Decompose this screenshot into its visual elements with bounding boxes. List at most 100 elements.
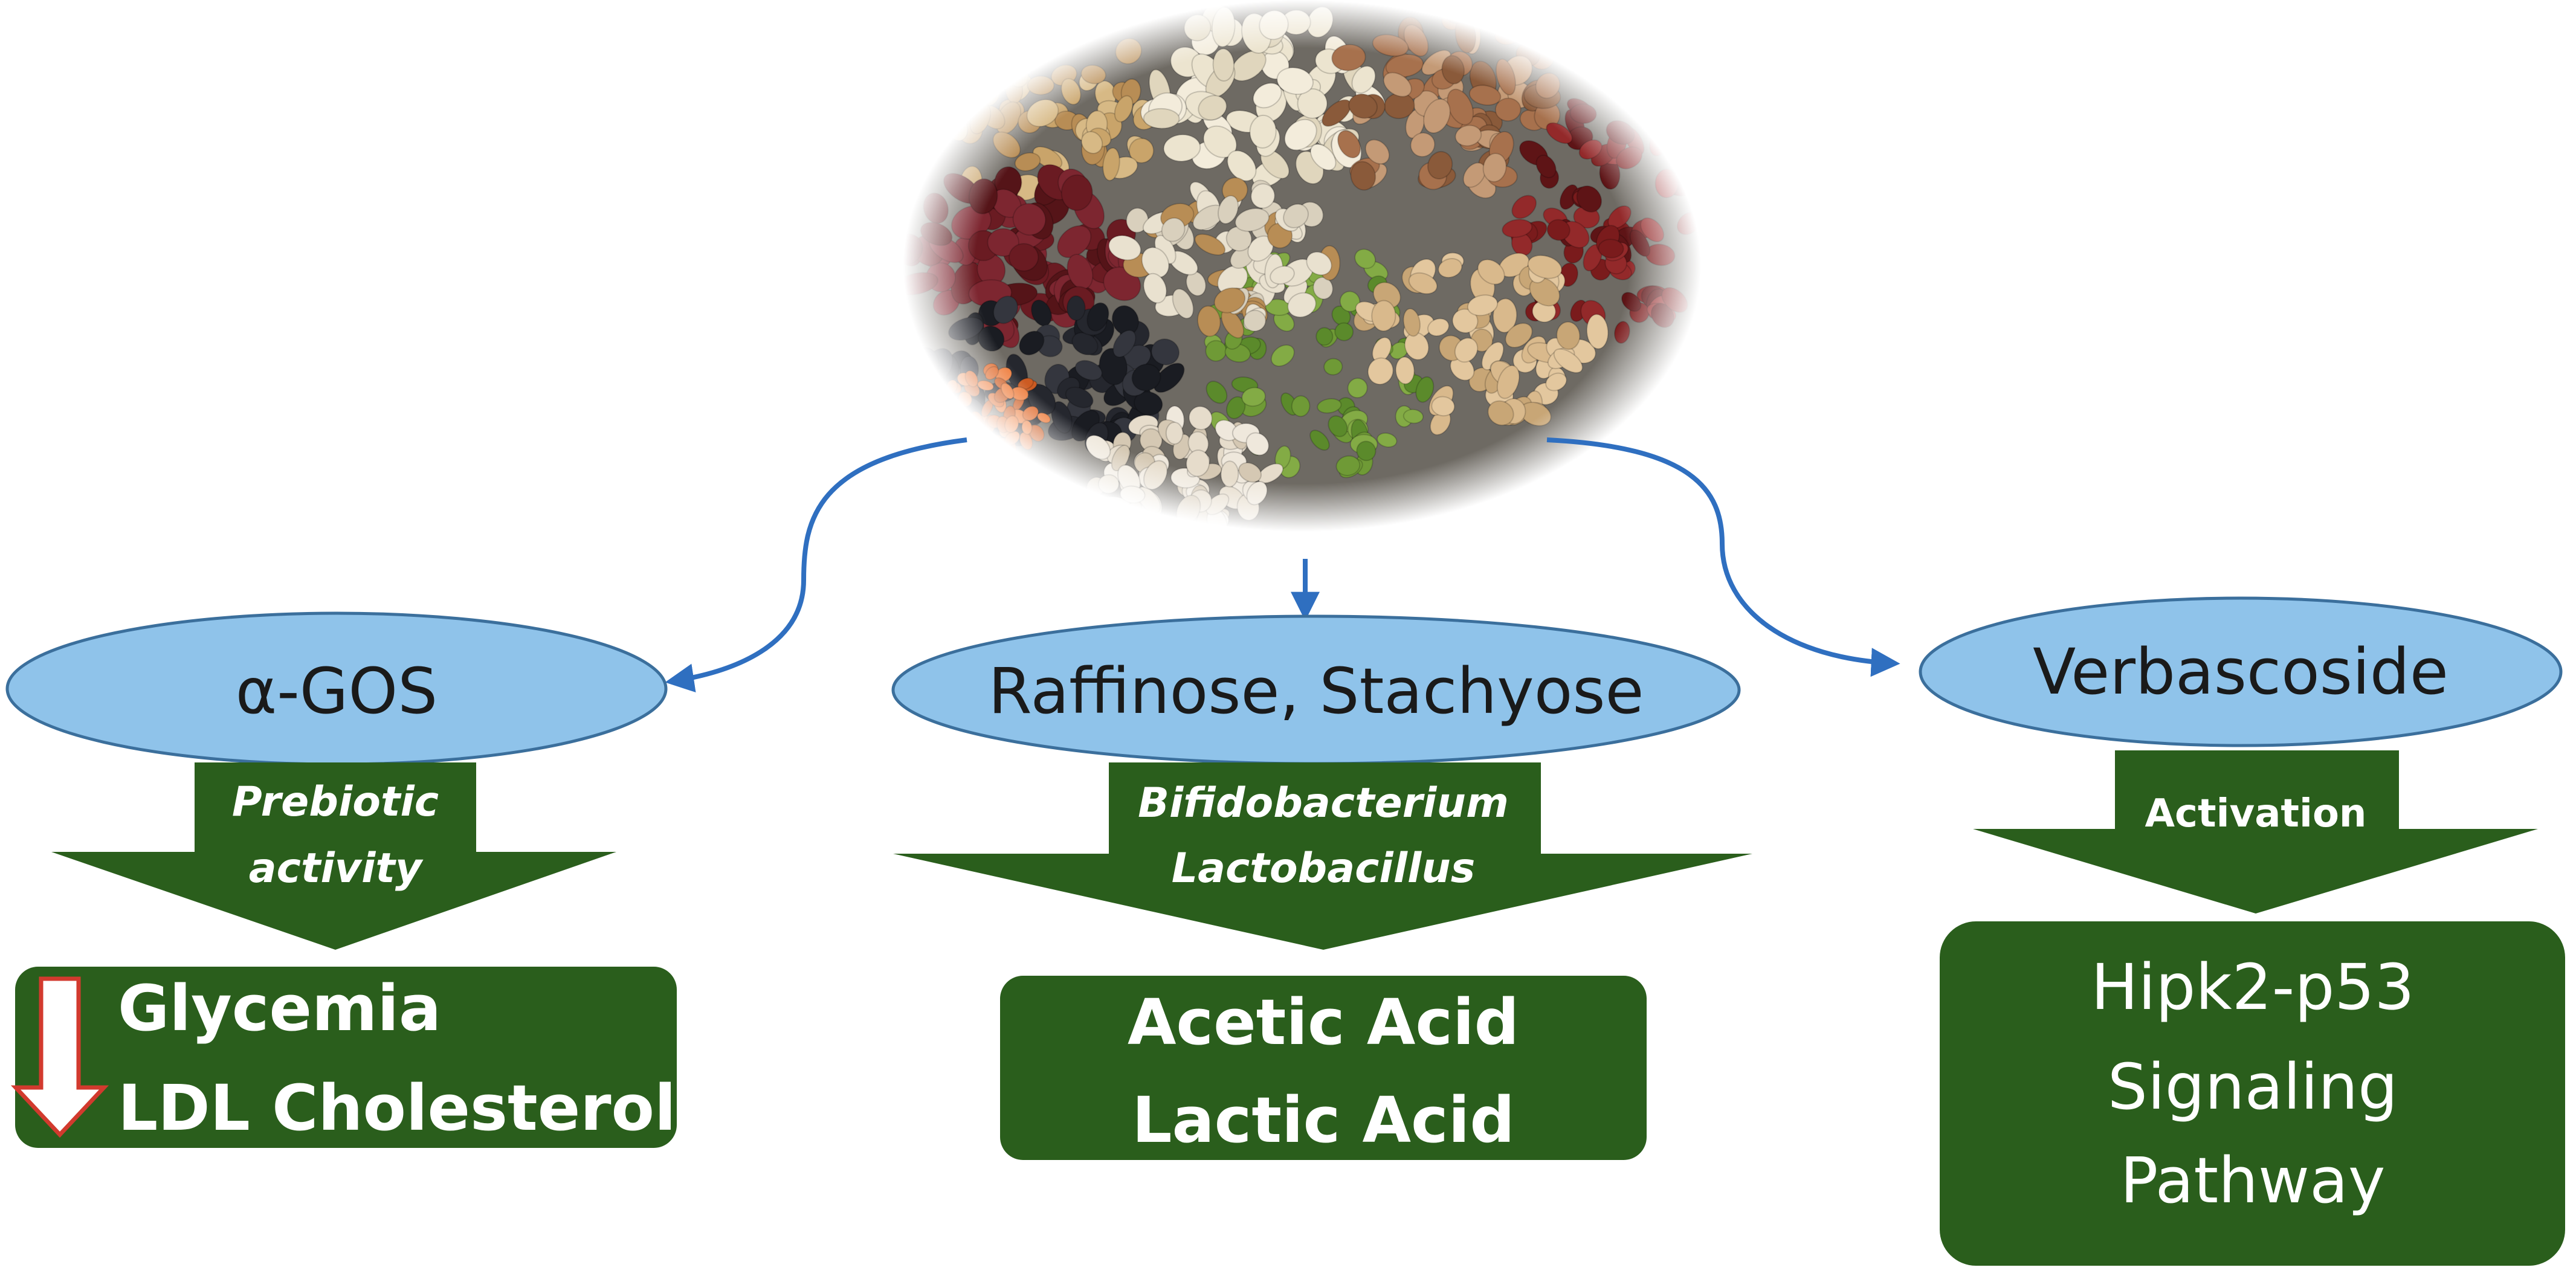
seed <box>1183 14 1212 42</box>
seed <box>928 396 942 411</box>
seed <box>1367 357 1394 385</box>
seed <box>1245 432 1270 456</box>
seed <box>1186 450 1210 477</box>
arrow-bacteria <box>893 762 1752 950</box>
seed <box>942 402 955 416</box>
seed <box>1213 287 1246 314</box>
seed <box>1066 295 1086 321</box>
seed <box>1014 152 1041 172</box>
seed <box>1348 93 1378 119</box>
seed <box>1128 138 1154 164</box>
seed <box>1477 259 1505 285</box>
seed <box>996 54 1022 79</box>
seed <box>1354 248 1377 269</box>
seed <box>1621 292 1642 312</box>
result-line-1: Acetic Acid <box>1128 985 1519 1059</box>
seed <box>1334 322 1354 341</box>
seed <box>1112 329 1137 358</box>
seed <box>1021 419 1033 435</box>
seed <box>939 421 954 436</box>
result-line-2: LDL Cholesterol <box>118 1071 676 1145</box>
result-box-glycemia-ldl <box>15 967 677 1148</box>
seed <box>1377 432 1398 448</box>
node-alpha-gos: α-GOS Prebiotic activity Glycemia LDL Ch… <box>5 611 677 1148</box>
seed <box>1153 362 1185 393</box>
seed <box>1545 372 1567 392</box>
seed <box>1511 195 1537 219</box>
seed <box>1640 217 1665 243</box>
seed <box>1270 265 1295 285</box>
seed <box>1372 34 1409 57</box>
seed <box>1276 66 1314 95</box>
node-verbascoside: Verbascoside Activation Hipk2-p53 Signal… <box>1919 596 2565 1266</box>
seed <box>1468 85 1502 106</box>
seed <box>937 451 952 465</box>
seed <box>1350 161 1377 191</box>
seed <box>1196 305 1221 337</box>
seed <box>1423 98 1451 134</box>
connector-left <box>665 437 967 693</box>
seed <box>1025 17 1054 40</box>
seed <box>1527 254 1563 279</box>
seed <box>1496 365 1520 399</box>
seed <box>1241 387 1266 407</box>
seed <box>1194 233 1226 256</box>
seed <box>1141 246 1170 279</box>
seed <box>1535 72 1561 99</box>
arrow-label-line-2: Lactobacillus <box>1172 845 1475 892</box>
seed <box>1576 185 1603 213</box>
seed <box>1317 398 1342 414</box>
seed <box>1036 412 1051 424</box>
seed <box>1661 287 1688 313</box>
result-line-2: Signaling <box>2108 1050 2398 1124</box>
seed <box>1403 308 1421 337</box>
seed <box>1312 277 1334 300</box>
seed <box>1629 229 1651 257</box>
seed <box>1151 338 1180 366</box>
seed <box>1309 430 1330 451</box>
seed <box>1495 58 1516 95</box>
seed <box>923 192 949 224</box>
seed <box>976 76 1001 106</box>
seed <box>920 222 953 246</box>
seed <box>1556 321 1581 350</box>
seed <box>1143 460 1168 491</box>
seed <box>1339 291 1361 312</box>
seed <box>1225 396 1246 419</box>
seed <box>1613 321 1630 344</box>
seed <box>976 379 995 392</box>
seed <box>992 131 1021 158</box>
seed <box>1487 400 1514 426</box>
seed <box>992 446 1008 463</box>
seed <box>942 418 955 432</box>
seed <box>939 395 956 409</box>
seed <box>916 396 932 408</box>
connector-right <box>1546 437 1900 677</box>
seed <box>987 228 1019 257</box>
seed <box>1115 37 1142 65</box>
seed <box>1371 300 1396 332</box>
ellipse-label: Verbascoside <box>2033 635 2448 709</box>
seed <box>1410 132 1436 158</box>
seed <box>1383 72 1412 97</box>
seed <box>990 445 1008 459</box>
seed <box>1462 162 1486 188</box>
seed <box>1057 225 1092 259</box>
seed <box>983 447 1000 459</box>
seed <box>916 120 946 144</box>
seed <box>1337 130 1361 159</box>
seed <box>976 435 990 450</box>
seed <box>1578 139 1603 160</box>
seed <box>1395 356 1415 385</box>
seed <box>1546 122 1573 144</box>
seed <box>968 178 998 214</box>
seed <box>1220 460 1239 488</box>
ellipse-label: Raffinose, Stachyose <box>988 654 1644 728</box>
seed <box>1111 445 1131 472</box>
seed <box>976 55 1002 82</box>
seed <box>1606 120 1635 145</box>
seed <box>1309 143 1337 171</box>
seed <box>1493 298 1517 334</box>
down-arrow-icon <box>10 976 109 1138</box>
